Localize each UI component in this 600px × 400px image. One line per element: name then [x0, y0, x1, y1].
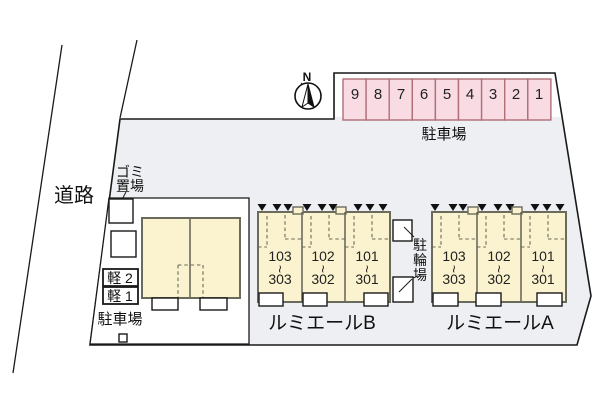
- compass-needle-east: [307, 83, 315, 109]
- unit-number-top: 102: [487, 248, 511, 264]
- unit-number-bottom: 303: [442, 271, 466, 287]
- parking-lot-label: 駐車場: [421, 126, 466, 143]
- building-b-notch: [335, 206, 347, 215]
- building-a-name: ルミエールA: [446, 313, 554, 334]
- unit-number-tilde: ~: [535, 265, 551, 273]
- kei1-space: [102, 286, 139, 305]
- bicycle-pointer-line: [398, 278, 413, 293]
- entrance-porch: [475, 292, 502, 307]
- parking-space-number: 8: [374, 86, 382, 103]
- unit-number-top: 102: [311, 248, 335, 264]
- bicycle-parking: 駐 輪 場: [392, 219, 427, 303]
- roof-marker-icon: [353, 204, 363, 211]
- bicycle-box: [392, 219, 413, 242]
- unit-number-bottom: 301: [531, 271, 555, 287]
- compass: N: [294, 70, 322, 110]
- roof-marker-icon: [448, 204, 458, 211]
- roof-marker-icon: [477, 204, 487, 211]
- unit-number-bottom: 301: [355, 271, 379, 287]
- parking-space: [527, 78, 552, 121]
- parking-lot: 9 8 7 6 5 4 3 2 1 駐車場: [342, 78, 552, 143]
- unit-number-top: 103: [268, 248, 292, 264]
- bicycle-label-char3: 場: [413, 267, 427, 283]
- unit-number-top: 101: [531, 248, 555, 264]
- roof-marker-icon: [317, 204, 327, 211]
- building-a-notch: [467, 206, 479, 215]
- road-left-edge: [12, 44, 63, 374]
- entrance-porch: [151, 297, 179, 311]
- garbage-label-line2: 置場: [116, 178, 144, 194]
- unit-number-bottom: 303: [268, 271, 292, 287]
- parking-space-number: 5: [443, 86, 451, 103]
- entrance-porch: [363, 292, 389, 307]
- unit-number-bottom: 302: [311, 271, 335, 287]
- unit-number-tilde: ~: [491, 265, 507, 273]
- roof-marker-icon: [272, 204, 282, 211]
- parking-space-number: 1: [535, 86, 543, 103]
- entrance-porch: [432, 292, 459, 307]
- kei-parking: 軽 2 軽 1 駐車場: [97, 268, 143, 343]
- roof-marker-icon: [328, 204, 338, 211]
- entrance-porch: [536, 292, 563, 307]
- unit-number-tilde: ~: [272, 265, 288, 273]
- roof-marker-icon: [378, 204, 388, 211]
- building-b-notch: [292, 206, 304, 215]
- kei1-label: 軽 1: [107, 288, 133, 304]
- parking-space-number: 7: [397, 86, 405, 103]
- parking-space-number: 2: [512, 86, 520, 103]
- left-building-outline: [141, 217, 241, 299]
- roof-marker-icon: [530, 204, 540, 211]
- roof-marker-icon: [505, 204, 515, 211]
- road-label: 道路: [54, 184, 94, 207]
- bicycle-pointer-line: [403, 226, 415, 238]
- roof-marker-icon: [302, 204, 312, 211]
- roof-marker-icon: [365, 204, 375, 211]
- storage-box: [110, 230, 137, 258]
- roof-marker-icon: [493, 204, 503, 211]
- parking-space-number: 4: [466, 86, 474, 103]
- marker-square: [118, 333, 128, 343]
- garbage-box: [108, 198, 134, 224]
- roof-marker-icon: [458, 204, 468, 211]
- road-right-edge: [119, 39, 138, 119]
- roof-marker-icon: [283, 204, 293, 211]
- bicycle-label-char2: 輪: [413, 252, 427, 268]
- unit-number-top: 101: [355, 248, 379, 264]
- garbage-label-line1: ゴミ: [116, 164, 144, 180]
- unit-number-top: 103: [442, 248, 466, 264]
- building-b-name: ルミエールB: [268, 313, 376, 334]
- unit-number-tilde: ~: [359, 265, 375, 273]
- compass-north-label: N: [303, 70, 312, 84]
- parking-space-number: 3: [489, 86, 497, 103]
- entrance-porch: [258, 292, 284, 307]
- roof-marker-icon: [555, 204, 565, 211]
- entrance-porch: [199, 297, 228, 311]
- left-building: [141, 217, 241, 311]
- unit-number-tilde: ~: [315, 265, 331, 273]
- building-a-notch: [511, 206, 523, 215]
- bicycle-label-char1: 駐: [413, 237, 427, 253]
- roof-marker-icon: [430, 204, 440, 211]
- road: 道路: [12, 39, 138, 374]
- kei2-space: [102, 268, 139, 287]
- building-b: 103 ~ 303 102 ~ 302 101 ~ 301 ルミエールB: [257, 204, 391, 334]
- roof-marker-icon: [257, 204, 267, 211]
- unit-number-tilde: ~: [446, 265, 462, 273]
- parking-space-number: 9: [351, 86, 359, 103]
- kei-parking-label: 駐車場: [97, 311, 142, 328]
- parking-space-number: 6: [420, 86, 428, 103]
- kei2-label: 軽 2: [107, 270, 133, 286]
- roof-marker-icon: [542, 204, 552, 211]
- building-a: 103 ~ 303 102 ~ 302 101 ~ 301 ルミエールA: [430, 204, 567, 334]
- unit-number-bottom: 302: [487, 271, 511, 287]
- garbage-area: ゴミ 置場: [108, 164, 144, 258]
- entrance-porch: [302, 292, 328, 307]
